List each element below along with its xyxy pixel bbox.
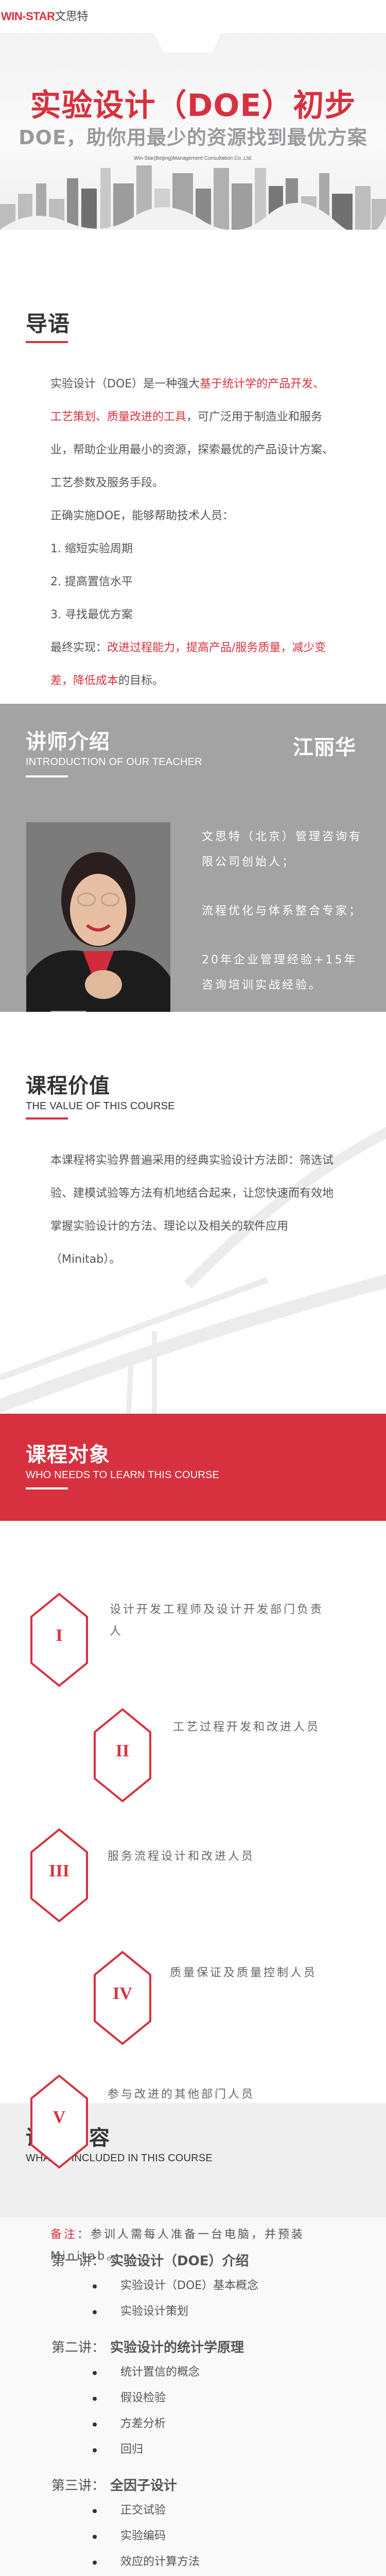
- teacher-title: 讲师介绍: [26, 730, 110, 754]
- lecture-number: 第一讲：: [51, 2253, 106, 2269]
- teacher-portrait: [26, 822, 170, 1029]
- audience-subtitle: WHO NEEDS TO LEARN THIS COURSE: [26, 1469, 220, 1481]
- roman-numeral: IV: [113, 1984, 132, 2003]
- company-name: Win-Star(Beijing)Management Consultation…: [133, 156, 253, 161]
- hexagon-badge: III: [29, 1827, 89, 1923]
- hexagon-badge: V: [29, 2074, 89, 2170]
- audience-text: 服务流程设计和改进人员: [108, 1850, 255, 1863]
- goal-suffix: 的目标。: [118, 674, 164, 688]
- lecture-heading: 第一讲：实验设计（DOE）介绍: [51, 2249, 386, 2273]
- lecture-topic: 实验编码: [93, 2523, 386, 2549]
- audience-item: IV 质量保证及质量控制人员: [93, 1950, 324, 2046]
- hero-title: 实验设计（DOE）初步: [30, 88, 356, 124]
- hexagon-badge: II: [93, 1707, 152, 1803]
- teacher-section: 讲师介绍 INTRODUCTION OF OUR TEACHER 江丽华 文思特…: [0, 704, 386, 1049]
- lecture-topic: 统计置信的概念: [93, 2360, 386, 2385]
- intro-text-plain: 实验设计（DOE）是一种强大: [50, 378, 200, 391]
- goal-highlight: 改进过程能力，提高产品/服务质量，减少变差，降低成本: [50, 641, 326, 688]
- audience-title-underline: [26, 1487, 68, 1489]
- audience-item: III 服务流程设计和改进人员: [29, 1827, 262, 1923]
- roman-numeral: V: [52, 2108, 66, 2127]
- note-label: 备注: [50, 2228, 78, 2241]
- logo-en: WIN-STAR: [1, 10, 55, 23]
- lecture-heading: 第三讲：全因子设计: [51, 2474, 386, 2498]
- value-section: 课程价值 THE VALUE OF THIS COURSE 本课程将实验界普遍采…: [0, 1012, 386, 1414]
- intro-paragraph: 实验设计（DOE）是一种强大基于统计学的产品开发、工艺策划、质量改进的工具，可广…: [50, 368, 335, 500]
- teacher-name: 江丽华: [293, 736, 356, 759]
- audience-item: II 工艺过程开发和改进人员: [93, 1707, 327, 1803]
- logo-bar: WIN-STAR文思特: [0, 0, 386, 33]
- decorative-arcs: [0, 1127, 386, 1414]
- intro-text-highlight: 基于统计学的产品开发、工艺策划、质量改进的工具: [50, 378, 325, 424]
- lecture-title: 实验设计的统计学原理: [110, 2340, 244, 2355]
- city-skyline-image: [0, 165, 386, 230]
- intro-point-1: 1. 缩短实验周期: [50, 543, 133, 556]
- hero-subtitle: DOE，助你用最少的资源找到最优方案: [19, 126, 367, 149]
- lecture-heading: 第二讲： 实验设计的统计学原理: [51, 2336, 386, 2360]
- audience-item: V 参与改进的其他部门人员: [29, 2074, 262, 2170]
- lecture-block: 第一讲：实验设计（DOE）介绍实验设计（DOE）基本概念实验设计策划: [51, 2249, 386, 2325]
- lecture-title: 实验设计（DOE）介绍: [110, 2253, 249, 2269]
- value-body: 本课程将实验界普遍采用的经典实验设计方法即：筛选试验、建模试验等方法有机地结合起…: [50, 1154, 334, 1266]
- lecture-topic: 实验设计策划: [93, 2299, 386, 2325]
- audience-text: 设计开发工程师及设计开发部门负责人: [110, 1603, 324, 1638]
- intro-point-3: 3. 寻找最优方案: [50, 608, 133, 622]
- intro-title: 导语: [26, 311, 71, 336]
- lecture-topic: 实验设计（DOE）基本概念: [93, 2273, 386, 2299]
- value-title: 课程价值: [26, 1074, 110, 1098]
- brand-logo[interactable]: WIN-STAR文思特: [1, 7, 88, 24]
- lecture-topics: 正交试验实验编码效应的计算方法: [51, 2498, 386, 2575]
- logo-cn: 文思特: [55, 10, 88, 23]
- goal-prefix: 最终实现：: [50, 641, 108, 655]
- lecture-topic: 方差分析: [93, 2411, 386, 2437]
- lecture-topic: 回归: [93, 2437, 386, 2463]
- roman-numeral: III: [49, 1861, 69, 1880]
- teacher-subtitle: INTRODUCTION OF OUR TEACHER: [26, 756, 202, 768]
- intro-title-underline: [26, 341, 68, 344]
- hero-tab-notch: [154, 33, 221, 53]
- lecture-topic: 效应的计算方法: [93, 2549, 386, 2575]
- lecture-topic: 假设检验: [93, 2385, 386, 2411]
- audience-text: 质量保证及质量控制人员: [170, 1967, 318, 1979]
- audience-item: I 设计开发工程师及设计开发部门负责人: [29, 1592, 331, 1688]
- hexagon-badge: IV: [93, 1950, 152, 2046]
- intro-section: 导语 实验设计（DOE）是一种强大基于统计学的产品开发、工艺策划、质量改进的工具…: [0, 230, 386, 704]
- audience-header: 课程对象 WHO NEEDS TO LEARN THIS COURSE: [0, 1414, 386, 1521]
- note-text: ：参训人需每人准备一台电脑，并预装Minitab。: [50, 2228, 305, 2263]
- roman-numeral: II: [115, 1741, 130, 1760]
- intro-body: 实验设计（DOE）是一种强大基于统计学的产品开发、工艺策划、质量改进的工具，可广…: [26, 368, 335, 698]
- lecture-block: 第三讲：全因子设计正交试验实验编码效应的计算方法: [51, 2474, 386, 2575]
- bio-line: 流程优化与体系整合专家；: [202, 905, 363, 918]
- value-title-underline: [26, 1117, 68, 1120]
- intro-text-plain: ，可广泛用于制造业和服务业，帮助企业用最小的资源，探索最优的产品设计方案、工艺参…: [50, 411, 334, 490]
- audience-list: I 设计开发工程师及设计开发部门负责人 II 工艺过程开发和改进人员 III 服…: [0, 1521, 386, 2263]
- hero-banner: 实验设计（DOE）初步 DOE，助你用最少的资源找到最优方案 Win-Star(…: [0, 33, 386, 230]
- intro-goal: 最终实现：改进过程能力，提高产品/服务质量，减少变差，降低成本的目标。: [50, 632, 335, 698]
- lecture-number: 第三讲：: [51, 2478, 106, 2494]
- lecture-topic: 正交试验: [93, 2498, 386, 2523]
- audience-text: 参与改进的其他部门人员: [108, 2088, 255, 2101]
- teacher-title-underline: [26, 775, 68, 777]
- lecture-number: 第二讲：: [51, 2340, 106, 2355]
- bio-line: 文思特（北京）管理咨询有限公司创始人；: [202, 831, 363, 869]
- audience-text: 工艺过程开发和改进人员: [173, 1721, 321, 1734]
- audience-note: 备注：参训人需每人准备一台电脑，并预装Minitab。: [50, 2224, 339, 2267]
- intro-lead: 正确实施DOE，能够帮助技术人员：: [50, 510, 234, 523]
- value-subtitle: THE VALUE OF THIS COURSE: [26, 1100, 175, 1112]
- audience-title: 课程对象: [26, 1443, 110, 1467]
- intro-point-2: 2. 提高置信水平: [50, 575, 133, 589]
- course-content-list: 第一讲：实验设计（DOE）介绍实验设计（DOE）基本概念实验设计策划第二讲：实验…: [0, 2217, 386, 2576]
- bio-line: 20年企业管理经验+15年咨询培训实战经验。: [202, 954, 358, 992]
- lecture-topics: 统计置信的概念假设检验方差分析回归: [51, 2360, 386, 2463]
- portrait-illustration: [26, 822, 170, 1029]
- roman-numeral: I: [56, 1626, 63, 1645]
- teacher-bio: 文思特（北京）管理咨询有限公司创始人； 流程优化与体系整合专家； 20年企业管理…: [202, 824, 366, 1022]
- lecture-topics: 实验设计（DOE）基本概念实验设计策划: [51, 2273, 386, 2325]
- hexagon-badge: I: [29, 1592, 89, 1688]
- lecture-title: 全因子设计: [110, 2478, 178, 2494]
- lecture-block: 第二讲： 实验设计的统计学原理统计置信的概念假设检验方差分析回归: [51, 2336, 386, 2463]
